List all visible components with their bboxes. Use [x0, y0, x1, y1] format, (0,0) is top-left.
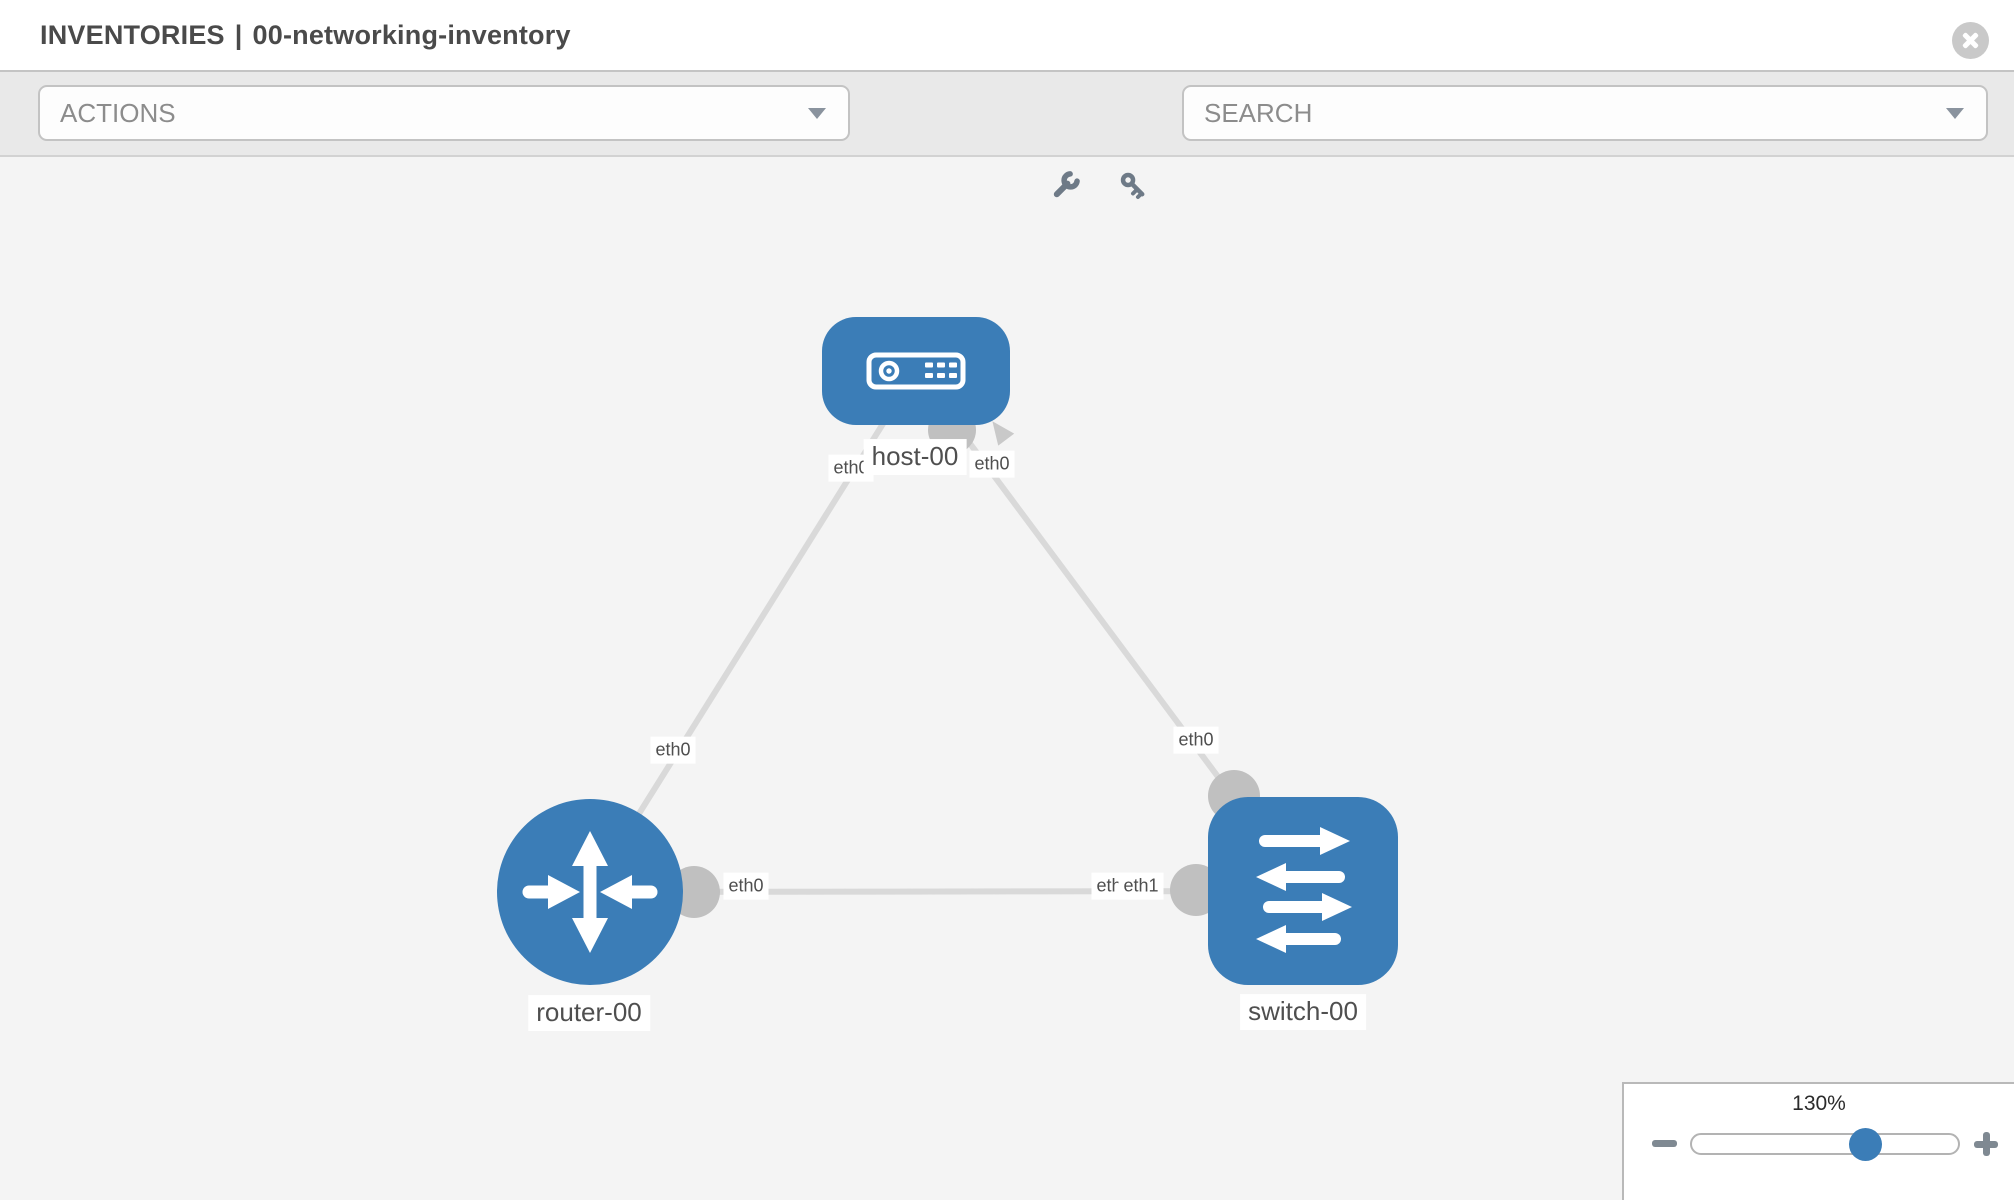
key-icon[interactable]: [1116, 168, 1150, 202]
switch-shape[interactable]: [1208, 797, 1398, 985]
header: INVENTORIES | 00-networking-inventory: [0, 0, 2014, 72]
zoom-in-button[interactable]: [1974, 1132, 1998, 1156]
inventory-name: 00-networking-inventory: [252, 19, 571, 50]
breadcrumb-separator: |: [234, 19, 243, 50]
zoom-slider-thumb[interactable]: [1849, 1128, 1882, 1161]
zoom-out-button[interactable]: [1652, 1140, 1677, 1147]
page-title: INVENTORIES | 00-networking-inventory: [40, 0, 581, 70]
node-switch-00[interactable]: [1208, 797, 1398, 985]
search-placeholder: SEARCH: [1204, 97, 1313, 128]
zoom-slider-track[interactable]: [1690, 1133, 1960, 1155]
breadcrumb-section: INVENTORIES: [40, 19, 225, 50]
search-dropdown[interactable]: SEARCH: [1182, 85, 1988, 141]
actions-dropdown-label: ACTIONS: [60, 97, 176, 128]
actions-dropdown[interactable]: ACTIONS: [38, 85, 850, 141]
chevron-down-icon: [808, 108, 826, 119]
zoom-percent: 130%: [1792, 1092, 1846, 1115]
node-host-00[interactable]: [822, 317, 1010, 425]
node-router-00[interactable]: [497, 799, 683, 985]
wrench-icon[interactable]: [1049, 168, 1083, 202]
host-shape[interactable]: [822, 317, 1010, 425]
link-arrowhead-icon: [992, 421, 1015, 446]
toolbar: ACTIONS SEARCH: [0, 72, 2014, 200]
zoom-panel: 130%: [1622, 1082, 2014, 1200]
close-button[interactable]: [1952, 22, 1989, 59]
chevron-down-icon: [1946, 108, 1964, 119]
